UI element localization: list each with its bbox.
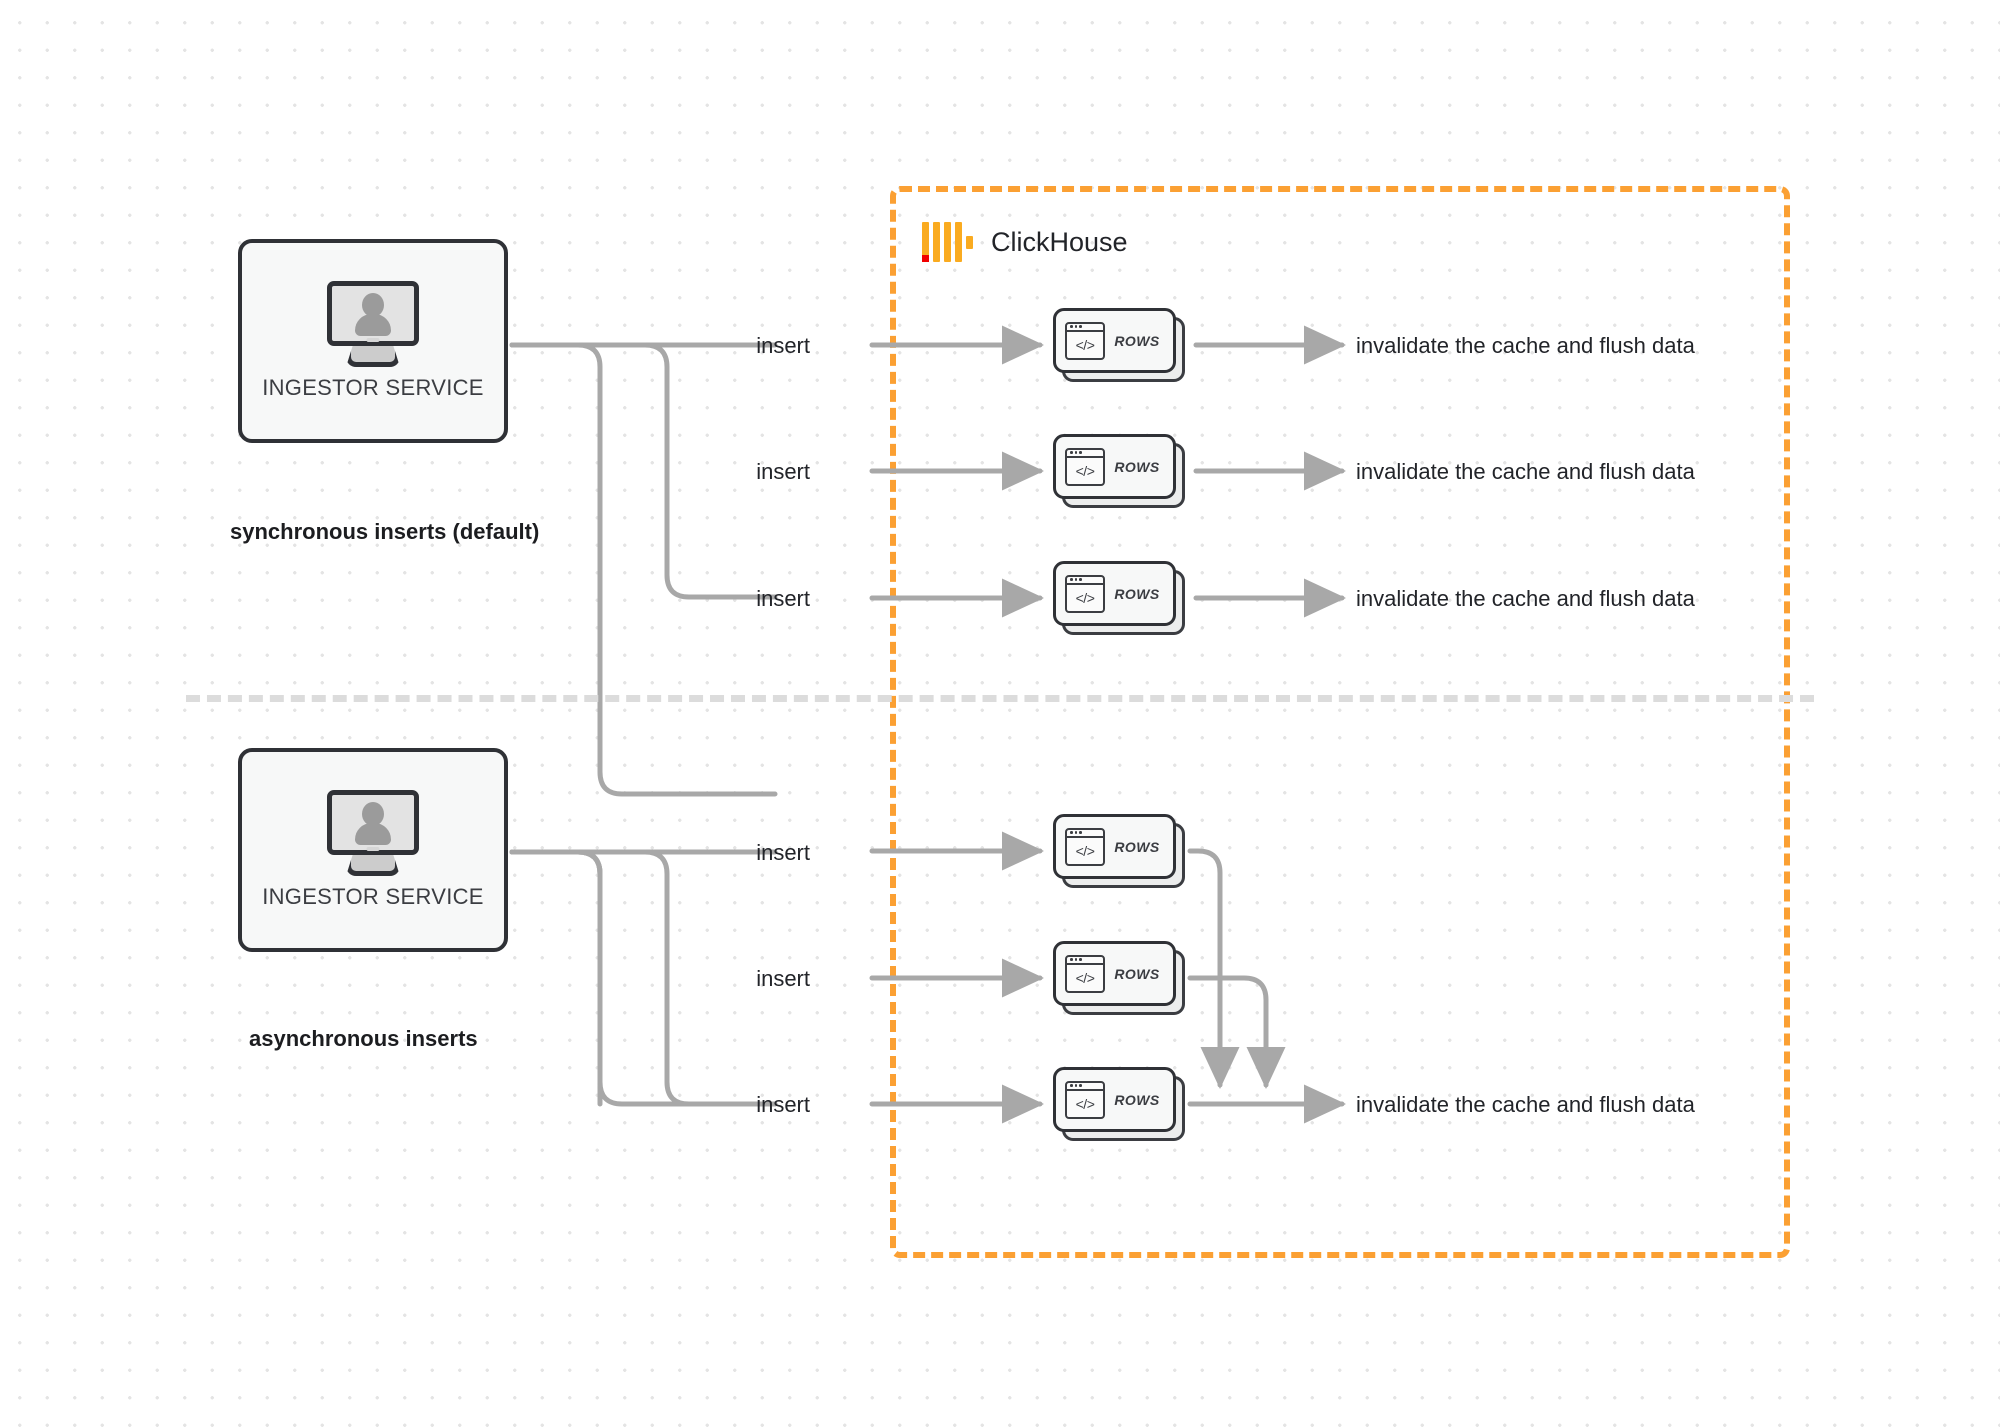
section-caption-sync: synchronous inserts (default): [230, 519, 540, 544]
rows-card-sync-3[interactable]: </> ROWS: [1053, 561, 1185, 635]
insert-label-sync-1: insert: [756, 333, 810, 358]
monitor-user-icon: [327, 281, 419, 367]
rows-card-label: ROWS: [1114, 332, 1160, 349]
result-label-sync-1: invalidate the cache and flush data: [1356, 333, 1695, 358]
rows-card-sync-2[interactable]: </> ROWS: [1053, 434, 1185, 508]
ingestor-service-sync[interactable]: INGESTOR SERVICE: [238, 239, 508, 443]
rows-card-async-1[interactable]: </> ROWS: [1053, 814, 1185, 888]
code-window-icon: </>: [1065, 321, 1105, 360]
monitor-user-icon: [327, 790, 419, 876]
clickhouse-logo-group: ClickHouse: [922, 222, 1128, 262]
result-label-async-merged: invalidate the cache and flush data: [1356, 1092, 1695, 1117]
ingestor-service-async[interactable]: INGESTOR SERVICE: [238, 748, 508, 952]
ingestor-service-label-async: INGESTOR SERVICE: [262, 884, 484, 909]
rows-card-async-2[interactable]: </> ROWS: [1053, 941, 1185, 1015]
rows-card-label: ROWS: [1114, 458, 1160, 475]
rows-card-async-3[interactable]: </> ROWS: [1053, 1067, 1185, 1141]
result-label-sync-2: invalidate the cache and flush data: [1356, 459, 1695, 484]
clickhouse-label: ClickHouse: [991, 227, 1128, 257]
clickhouse-boundary: [890, 186, 1790, 1258]
rows-card-sync-1[interactable]: </> ROWS: [1053, 308, 1185, 382]
code-window-icon: </>: [1065, 447, 1105, 486]
rows-card-label: ROWS: [1114, 585, 1160, 602]
code-window-icon: </>: [1065, 574, 1105, 613]
insert-label-sync-2: insert: [756, 459, 810, 484]
insert-label-async-2: insert: [756, 966, 810, 991]
ingestor-service-label-sync: INGESTOR SERVICE: [262, 375, 484, 400]
code-window-icon: </>: [1065, 954, 1105, 993]
rows-card-label: ROWS: [1114, 1091, 1160, 1108]
code-window-icon: </>: [1065, 827, 1105, 866]
section-caption-async: asynchronous inserts: [249, 1026, 478, 1051]
code-window-icon: </>: [1065, 1080, 1105, 1119]
section-divider: [186, 695, 1814, 702]
insert-label-sync-3: insert: [756, 586, 810, 611]
clickhouse-bars-logo: [922, 222, 973, 262]
rows-card-label: ROWS: [1114, 838, 1160, 855]
insert-label-async-1: insert: [756, 840, 810, 865]
rows-card-label: ROWS: [1114, 965, 1160, 982]
insert-label-async-3: insert: [756, 1092, 810, 1117]
result-label-sync-3: invalidate the cache and flush data: [1356, 586, 1695, 611]
